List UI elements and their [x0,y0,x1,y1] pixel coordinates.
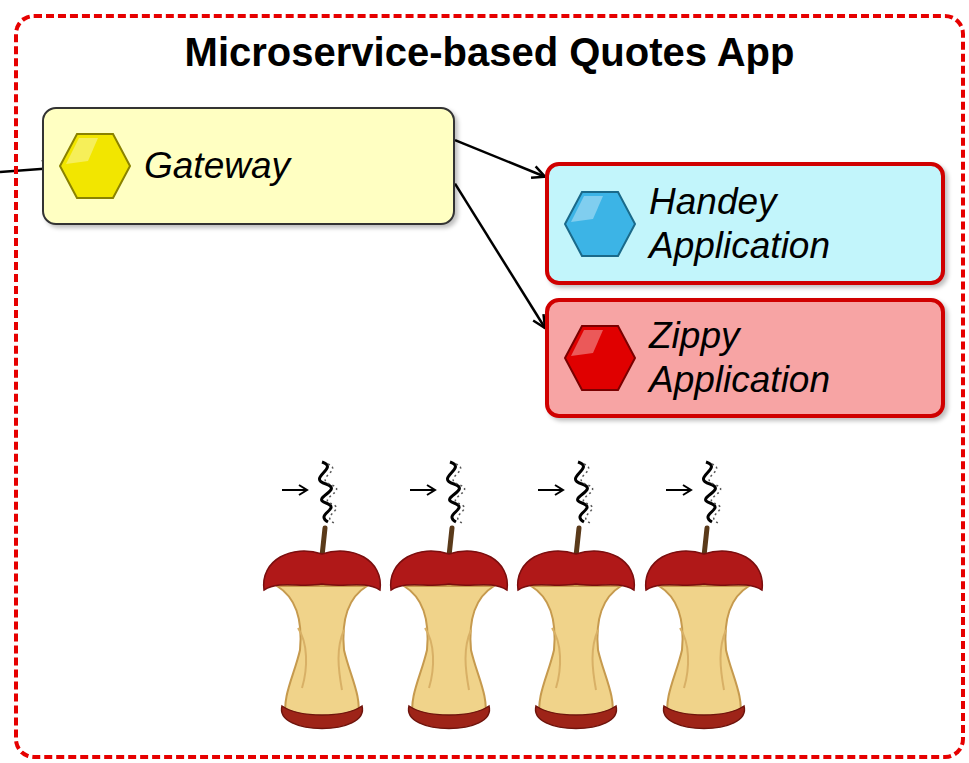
thread-icons [282,462,721,523]
hexagon-icon [563,323,637,393]
connector-arrow [455,140,545,178]
connector-arrow [455,184,545,328]
box-label: Gateway [144,144,290,188]
box-label: Handey Application [649,179,830,268]
service-box: Zippy Application [545,298,945,418]
apple-cores [264,528,763,729]
service-box: Handey Application [545,162,945,285]
gateway-box: Gateway [42,107,455,225]
box-label: Zippy Application [649,314,830,403]
app-boundary: Microservice-based Quotes AppGatewayHand… [14,14,965,759]
hexagon-icon [563,189,637,259]
diagram-title: Microservice-based Quotes App [18,30,961,75]
hexagon-icon [58,131,132,201]
